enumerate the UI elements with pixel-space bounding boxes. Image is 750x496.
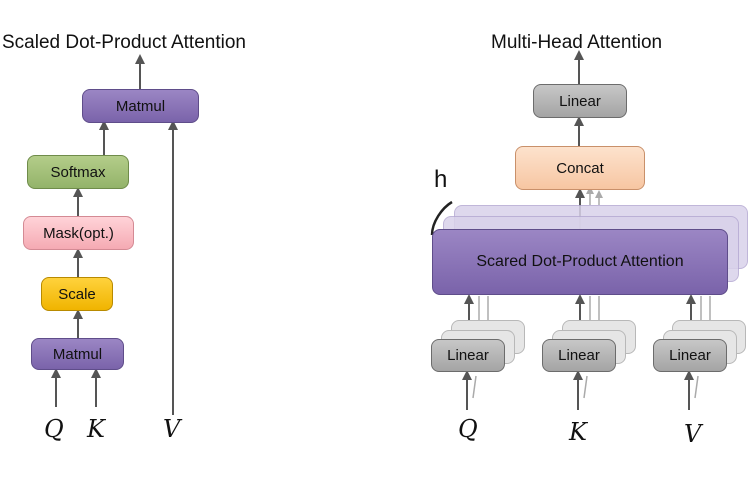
left-k-label: K [87, 415, 105, 443]
scale-box: Scale [41, 277, 113, 311]
concat-box: Concat [515, 146, 645, 190]
left-q-label: Q [44, 415, 64, 443]
softmax-box: Softmax [27, 155, 129, 189]
left-title: Scaled Dot-Product Attention [2, 32, 246, 53]
matmul-top-box: Matmul [82, 89, 199, 123]
attention-box: Scared Dot-Product Attention [432, 229, 728, 295]
right-title: Multi-Head Attention [491, 32, 663, 53]
matmul-bottom-box: Matmul [31, 338, 124, 370]
linear-k-box: Linear [542, 339, 616, 372]
linear-v-box: Linear [653, 339, 727, 372]
linear-top-box: Linear [533, 84, 627, 118]
h-label: h [434, 166, 448, 193]
left-v-label: V [163, 415, 181, 443]
linear-q-box: Linear [431, 339, 505, 372]
mask-box: Mask(opt.) [23, 216, 134, 250]
right-q-label: Q [458, 415, 478, 443]
left-arrows [51, 54, 178, 415]
right-k-label: K [569, 418, 587, 446]
right-v-label: V [684, 420, 702, 448]
